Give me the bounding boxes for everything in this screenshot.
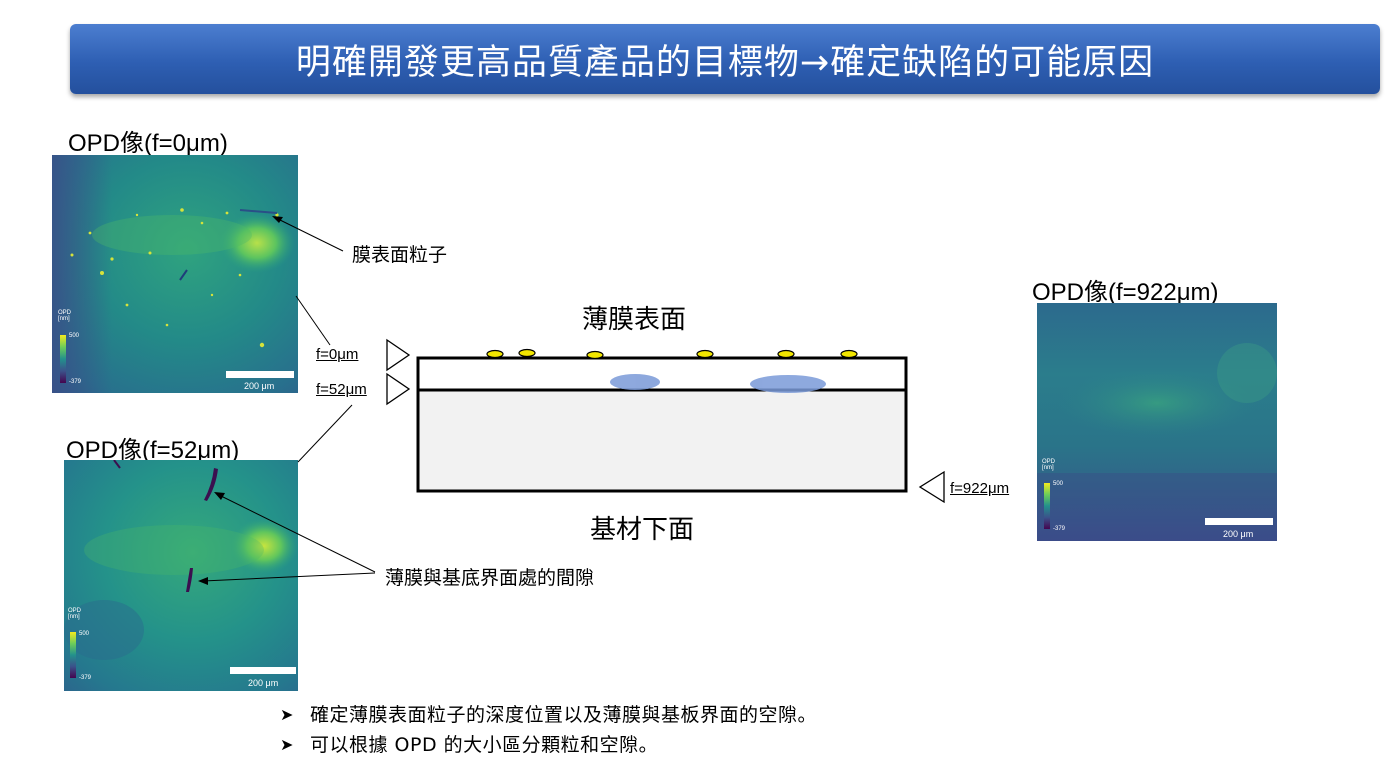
- opd-image-f0-label: OPD像(f=0μm): [68, 130, 228, 157]
- opd-image-f52-label: OPD像(f=52μm): [66, 437, 240, 464]
- surface-particle: [486, 349, 504, 359]
- interface-gap: [750, 375, 826, 393]
- focus-label-f52: f=52μm: [316, 381, 367, 398]
- opd-image-f922-graphic: [1037, 303, 1277, 541]
- page-title: 明確開發更高品質產品的目標物→確定缺陷的可能原因: [295, 42, 1155, 83]
- colorbar-f0-min: -379: [69, 379, 82, 385]
- colorbar-f52: [70, 632, 76, 678]
- bullet-list: ➤ 確定薄膜表面粒子的深度位置以及薄膜與基板界面的空隙。 ➤ 可以根據 OPD …: [280, 700, 817, 760]
- interface-gaps: [610, 374, 826, 393]
- focus-marker-f0: [386, 338, 411, 372]
- colorbar-f0: [60, 335, 66, 383]
- opd-image-f52: OPD [nm] 500 -379 200 μm: [64, 460, 298, 691]
- colorbar-f0-unit: OPD [nm]: [58, 310, 72, 322]
- gap-pointer-line-2: [202, 572, 376, 582]
- film-layer: [416, 356, 908, 392]
- surface-particle: [777, 349, 795, 359]
- surface-particle: [696, 349, 714, 359]
- surface-particle: [518, 348, 536, 358]
- bullet-text: 可以根據 OPD 的大小區分顆粒和空隙。: [310, 734, 659, 756]
- gap-pointer-arrowhead-1: [214, 492, 225, 500]
- colorbar-f922-unit: OPD [nm]: [1042, 459, 1056, 471]
- opd-image-f922: OPD [nm] 500 -379 200 μm: [1037, 303, 1277, 541]
- scalebar-f922-label: 200 μm: [1223, 529, 1254, 539]
- title-bar: 明確開發更高品質產品的目標物→確定缺陷的可能原因: [70, 24, 1380, 94]
- opd-image-f922-label: OPD像(f=922μm): [1032, 279, 1219, 306]
- scalebar-f0: [226, 371, 294, 378]
- focus-marker-f52: [386, 372, 411, 406]
- scalebar-f922: [1205, 518, 1273, 525]
- colorbar-f52-min: -379: [79, 675, 92, 681]
- bullet-item: ➤ 確定薄膜表面粒子的深度位置以及薄膜與基板界面的空隙。: [280, 700, 817, 730]
- gap-pointer-line-1: [216, 493, 376, 573]
- focus-label-f0: f=0μm: [316, 346, 359, 363]
- particle-annotation: 膜表面粒子: [352, 244, 448, 266]
- colorbar-f922: [1044, 483, 1050, 529]
- colorbar-f922-min: -379: [1053, 526, 1066, 532]
- particle-pointer-arrowhead: [272, 216, 283, 223]
- gap-pointer-arrowhead-2: [198, 577, 208, 585]
- opd-image-f52-graphic: [64, 460, 298, 691]
- particle-pointer-line: [277, 218, 344, 252]
- surface-particle: [586, 350, 604, 360]
- surface-particle: [840, 349, 858, 359]
- substrate-layer: [416, 388, 908, 493]
- connector-f52: [297, 404, 353, 463]
- connector-f0: [295, 295, 331, 346]
- colorbar-f52-max: 500: [79, 631, 90, 637]
- opd-image-f0: OPD [nm] 500 -379 200 μm: [52, 155, 298, 393]
- bullet-arrow-icon: ➤: [280, 735, 294, 754]
- film-surface-label: 薄膜表面: [582, 305, 687, 335]
- surface-particles: [486, 348, 858, 360]
- scalebar-f0-label: 200 μm: [244, 381, 275, 391]
- scalebar-f52: [230, 667, 296, 674]
- colorbar-f922-max: 500: [1053, 481, 1064, 487]
- focus-label-f922: f=922μm: [950, 480, 1010, 497]
- bullet-text: 確定薄膜表面粒子的深度位置以及薄膜與基板界面的空隙。: [310, 704, 818, 726]
- focus-marker-f922: [918, 470, 945, 504]
- colorbar-f52-unit: OPD [nm]: [68, 608, 82, 620]
- bullet-arrow-icon: ➤: [280, 705, 294, 724]
- scalebar-f52-label: 200 μm: [248, 678, 279, 688]
- gap-annotation: 薄膜與基底界面處的間隙: [385, 567, 595, 589]
- substrate-bottom-label: 基材下面: [590, 515, 695, 545]
- colorbar-f0-max: 500: [69, 333, 80, 339]
- bullet-item: ➤ 可以根據 OPD 的大小區分顆粒和空隙。: [280, 730, 817, 760]
- interface-gap: [610, 374, 660, 390]
